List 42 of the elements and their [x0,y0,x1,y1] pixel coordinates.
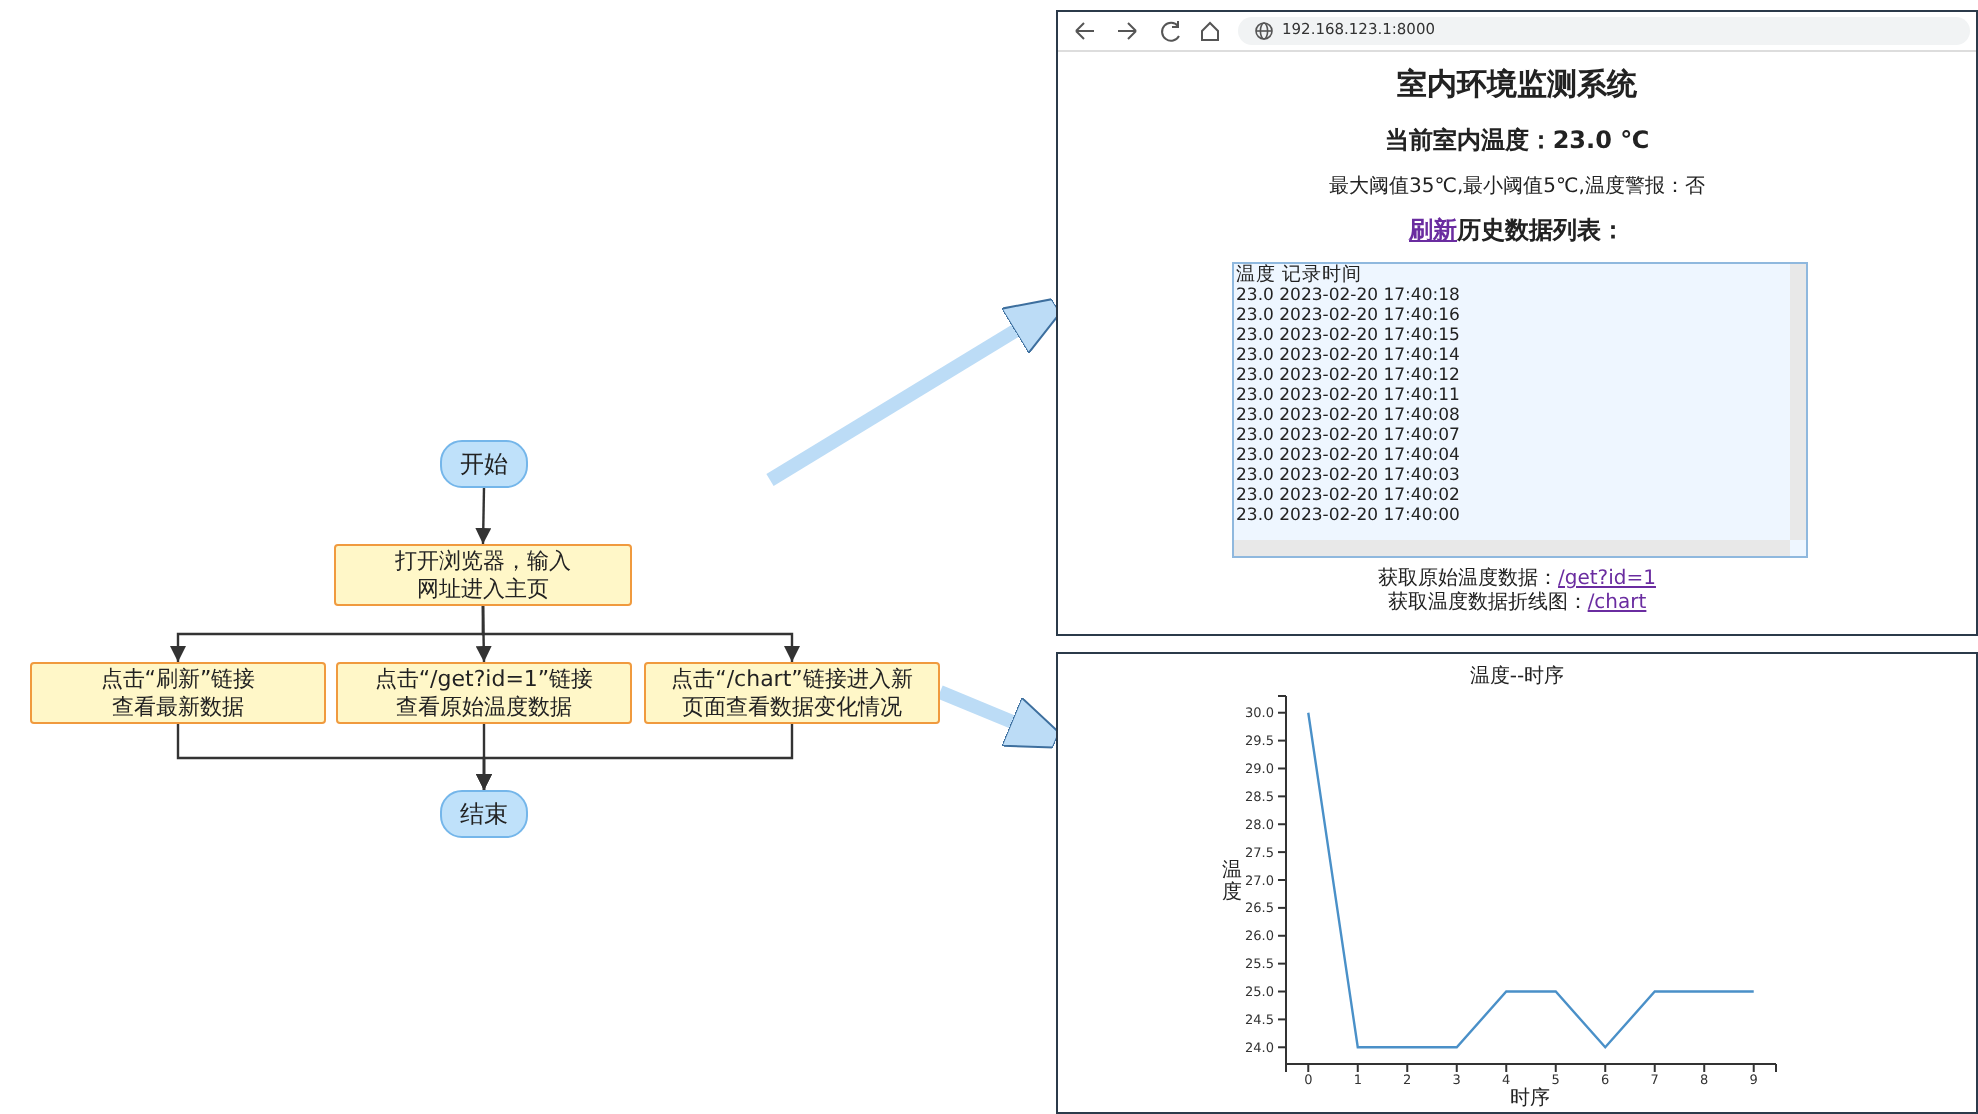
flow-arrow [476,724,794,790]
list-row: 23.0 2023-02-20 17:40:08 [1236,406,1460,426]
list-row: 23.0 2023-02-20 17:40:04 [1236,446,1460,466]
process-box [336,662,632,724]
list-row: 23.0 2023-02-20 17:40:16 [1236,306,1460,326]
link-caption: 获取温度数据折线图： [1387,592,1588,614]
browser-screenshot [1056,10,1978,636]
list-row: 23.0 2023-02-20 17:40:02 [1236,486,1460,506]
list-row: 23.0 2023-02-20 17:40:15 [1236,326,1460,346]
process-box [644,662,940,724]
temperature-reading: 当前室内温度：23.0 ℃ [1384,126,1650,154]
node-label: 点击“/get?id=1”链接查看原始温度数据 [372,666,596,720]
list-row: 23.0 2023-02-20 17:40:07 [1236,426,1460,446]
list-heading: 历史数据列表： [1457,216,1625,244]
process-box [30,662,326,724]
chart-screenshot [1056,652,1978,1114]
list-row: 23.0 2023-02-20 17:40:18 [1236,286,1460,306]
list-row: 23.0 2023-02-20 17:40:12 [1236,366,1460,386]
process-box [334,544,632,606]
node-label: 开始 [460,447,508,481]
page-title: 室内环境监测系统 [1397,66,1637,102]
chart-title: 温度--时序 [1467,663,1567,690]
link-caption: 获取原始温度数据： [1378,568,1559,590]
list-row: 23.0 2023-02-20 17:40:03 [1236,466,1460,486]
flow-arrow [481,606,800,662]
flow-arrow [475,487,492,545]
list-row: 23.0 2023-02-20 17:40:14 [1236,346,1460,366]
refresh-link: 刷新 [1409,216,1457,244]
node-label: 打开浏览器，输入网址进入主页 [392,548,573,602]
list-header-row: 温度 记录时间 [1236,266,1363,286]
list-row: 23.0 2023-02-20 17:40:00 [1236,506,1460,526]
node-label: 结束 [460,797,508,831]
axis-title: 时序 [1508,1090,1552,1110]
node-label: 点击“/chart”链接进入新页面查看数据变化情况 [669,666,915,720]
terminal-box [440,440,528,488]
node-label: 点击“刷新”链接查看最新数据 [98,666,258,720]
list-row: 23.0 2023-02-20 17:40:11 [1236,386,1460,406]
chart-link: /chart [1587,592,1647,614]
terminal-box [440,790,528,838]
threshold-text: 最大阈值35℃,最小阈值5℃,温度警报：否 [1329,176,1705,198]
axis-title: 温度 [1222,860,1242,904]
data-link: /get?id=1 [1558,568,1656,590]
